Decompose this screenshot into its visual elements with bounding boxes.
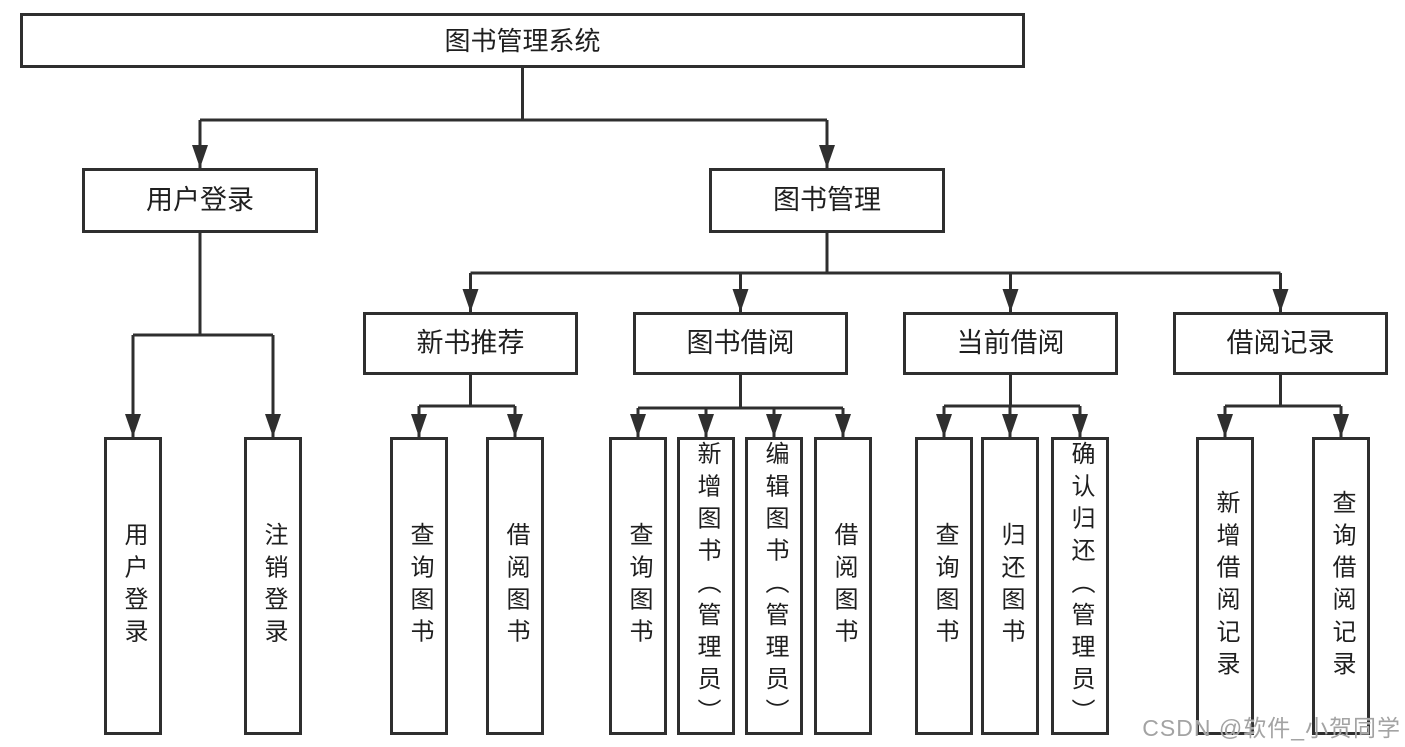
- node-label-leaf-query-books-1: 查询图书: [406, 521, 433, 651]
- arrowhead-icons: [125, 145, 1349, 437]
- node-label-leaf-confirm-return-admin: 确认归还（管理员）: [1067, 441, 1094, 731]
- node-label-user-login-branch: 用户登录: [146, 185, 254, 215]
- node-book-management-branch: 图书管理: [709, 168, 945, 233]
- node-label-leaf-query-borrow-record: 查询借阅记录: [1328, 489, 1355, 683]
- node-leaf-borrow-books-1: 借阅图书: [486, 437, 544, 735]
- csdn-watermark: CSDN @软件_小贺同学: [1142, 715, 1401, 741]
- node-leaf-query-books-3: 查询图书: [915, 437, 973, 735]
- node-leaf-confirm-return-admin: 确认归还（管理员）: [1051, 437, 1109, 735]
- node-label-leaf-edit-books-admin: 编辑图书（管理员）: [761, 441, 788, 731]
- node-label-system-root: 图书管理系统: [444, 25, 601, 56]
- node-system-root: 图书管理系统: [20, 13, 1025, 68]
- node-leaf-query-books-2: 查询图书: [609, 437, 667, 735]
- node-leaf-user-login: 用户登录: [104, 437, 162, 735]
- node-label-book-borrowing: 图书借阅: [686, 328, 795, 358]
- node-user-login-branch: 用户登录: [82, 168, 318, 233]
- node-label-book-management-branch: 图书管理: [773, 185, 881, 215]
- node-leaf-query-borrow-record: 查询借阅记录: [1312, 437, 1370, 735]
- node-label-leaf-add-books-admin: 新增图书（管理员）: [693, 441, 720, 731]
- node-label-leaf-query-books-3: 查询图书: [931, 521, 958, 651]
- node-current-borrowing: 当前借阅: [903, 312, 1118, 375]
- node-label-leaf-logout: 注销登录: [260, 521, 287, 651]
- node-leaf-add-borrow-record: 新增借阅记录: [1196, 437, 1254, 735]
- node-label-leaf-borrow-books-2: 借阅图书: [830, 521, 857, 651]
- node-leaf-return-books: 归还图书: [981, 437, 1039, 735]
- node-borrow-records: 借阅记录: [1173, 312, 1388, 375]
- node-leaf-logout: 注销登录: [244, 437, 302, 735]
- node-label-leaf-return-books: 归还图书: [997, 521, 1024, 651]
- node-leaf-query-books-1: 查询图书: [390, 437, 448, 735]
- node-label-leaf-borrow-books-1: 借阅图书: [502, 521, 529, 651]
- node-label-leaf-query-books-2: 查询图书: [625, 521, 652, 651]
- node-book-borrowing: 图书借阅: [633, 312, 848, 375]
- node-label-new-book-recommend: 新书推荐: [416, 328, 525, 358]
- node-leaf-borrow-books-2: 借阅图书: [814, 437, 872, 735]
- node-new-book-recommend: 新书推荐: [363, 312, 578, 375]
- node-label-leaf-add-borrow-record: 新增借阅记录: [1212, 489, 1239, 683]
- node-leaf-add-books-admin: 新增图书（管理员）: [677, 437, 735, 735]
- node-label-leaf-user-login: 用户登录: [120, 521, 147, 651]
- node-leaf-edit-books-admin: 编辑图书（管理员）: [745, 437, 803, 735]
- node-label-current-borrowing: 当前借阅: [956, 328, 1065, 358]
- node-label-borrow-records: 借阅记录: [1226, 328, 1335, 358]
